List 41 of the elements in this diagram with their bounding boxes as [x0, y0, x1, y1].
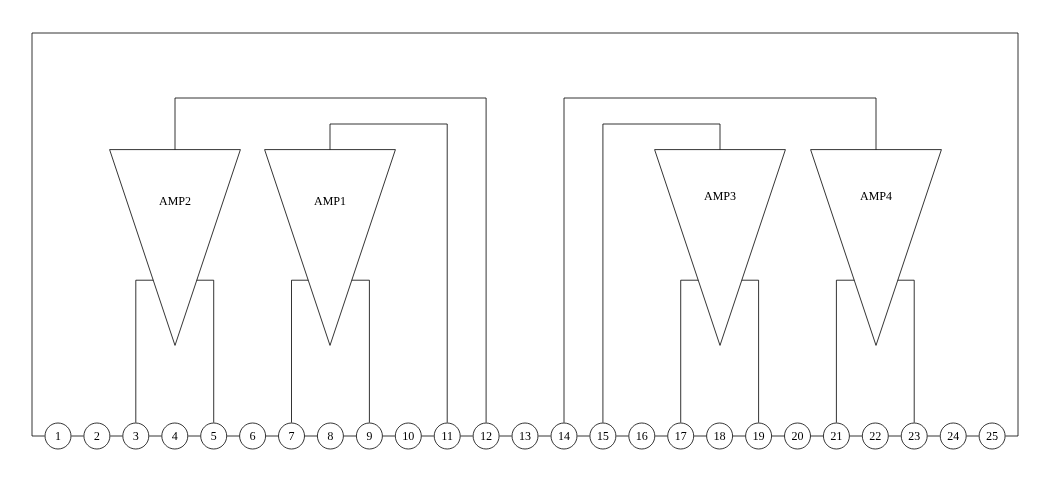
wire [109, 435, 123, 437]
amplifier-triangle: AMP3 [654, 149, 786, 346]
wire [343, 435, 357, 437]
wire [680, 279, 699, 423]
wire [927, 435, 941, 437]
wire [888, 435, 902, 437]
wire [849, 435, 863, 437]
wire [196, 279, 215, 423]
wire [135, 279, 154, 423]
wire [460, 435, 474, 437]
amplifier-triangle: AMP1 [264, 149, 396, 346]
wire [732, 435, 746, 437]
wire [741, 279, 759, 423]
wire [810, 435, 824, 437]
wire [538, 435, 551, 437]
wire [577, 435, 590, 437]
wire [174, 97, 487, 423]
wire [304, 435, 318, 437]
wire [897, 279, 915, 423]
wire [836, 279, 855, 423]
wire [187, 435, 201, 437]
wire [148, 435, 162, 437]
wire [421, 435, 435, 437]
wire [226, 435, 240, 437]
wire [382, 435, 396, 437]
amplifier-triangle: AMP2 [109, 149, 241, 346]
wire [771, 435, 785, 437]
wire [71, 435, 84, 437]
amplifier-triangle: AMP4 [810, 149, 942, 346]
wire [602, 123, 721, 423]
wire [351, 279, 370, 423]
wire [265, 435, 279, 437]
wire [654, 435, 668, 437]
wire [291, 279, 309, 423]
wire [329, 123, 448, 423]
wire [31, 32, 1019, 437]
wire [693, 435, 707, 437]
wire [499, 435, 512, 437]
wire [615, 435, 629, 437]
wire [966, 435, 980, 437]
wire [563, 97, 877, 423]
